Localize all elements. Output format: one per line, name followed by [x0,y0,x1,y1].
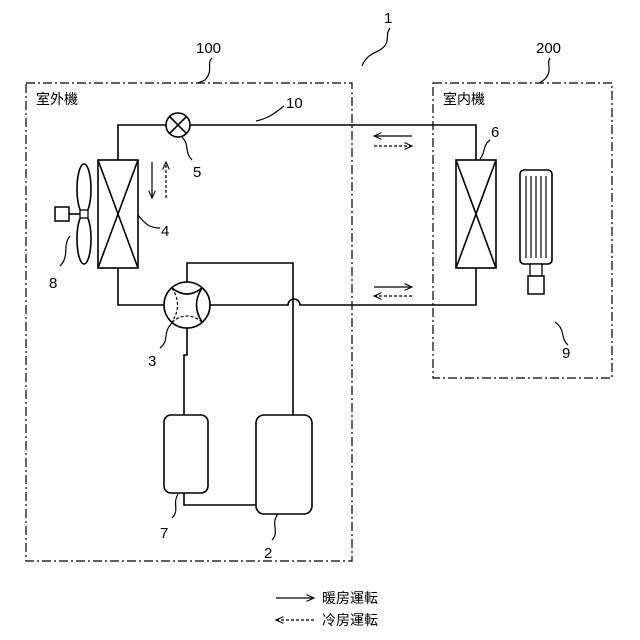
outdoor-heat-exchanger-leader [138,215,160,228]
expansion-valve-label: 5 [193,164,201,181]
compressor-label: 2 [264,545,272,562]
pipe-valve-to-indoor [210,268,476,305]
outdoor-fan-leader [60,236,70,266]
expansion-valve [166,113,190,137]
four-way-valve-label: 3 [148,353,156,370]
indoor-unit-ref: 200 [536,40,561,57]
pipe-valve-to-accumulator [184,328,187,415]
pipe-valve-to-compressor [187,263,293,415]
indoor-fan-leader [555,322,568,345]
indoor-heat-exchanger-label: 6 [491,124,499,141]
indoor-unit-title: 室内機 [443,91,485,108]
accumulator [164,415,208,493]
pipe-accumulator-to-compressor [184,492,256,505]
pipe-ref-leader [256,106,284,121]
indoor-heat-exchanger [456,160,496,268]
accumulator-label: 7 [160,525,168,542]
indoor-heat-exchanger-leader [480,140,490,159]
compressor [256,415,312,514]
accumulator-leader [172,494,178,518]
indoor-fan [520,170,552,294]
outdoor-unit-ref: 100 [196,40,221,57]
indoor-fan-label: 9 [562,345,570,362]
outdoor-fan [55,164,91,264]
system-label-leader [362,28,390,66]
pipe-exchanger-to-valve [118,268,164,305]
outdoor-unit-leader [198,58,212,83]
four-way-valve [164,282,210,328]
four-way-valve-leader [160,323,172,348]
compressor-leader [272,514,278,540]
legend-heating-label: 暖房運転 [322,591,378,607]
pipe-ref-label: 10 [286,95,303,112]
legend: 暖房運転 冷房運転 [276,591,378,629]
system-label: 1 [384,10,392,27]
outdoor-unit-title: 室外機 [36,91,78,108]
outdoor-fan-label: 8 [49,275,57,292]
legend-cooling-label: 冷房運転 [322,613,378,629]
outdoor-heat-exchanger-label: 4 [161,223,169,240]
outdoor-heat-exchanger [98,160,138,268]
pipe-top-left [118,125,166,160]
expansion-valve-leader [182,137,192,160]
indoor-unit-leader [540,58,550,83]
